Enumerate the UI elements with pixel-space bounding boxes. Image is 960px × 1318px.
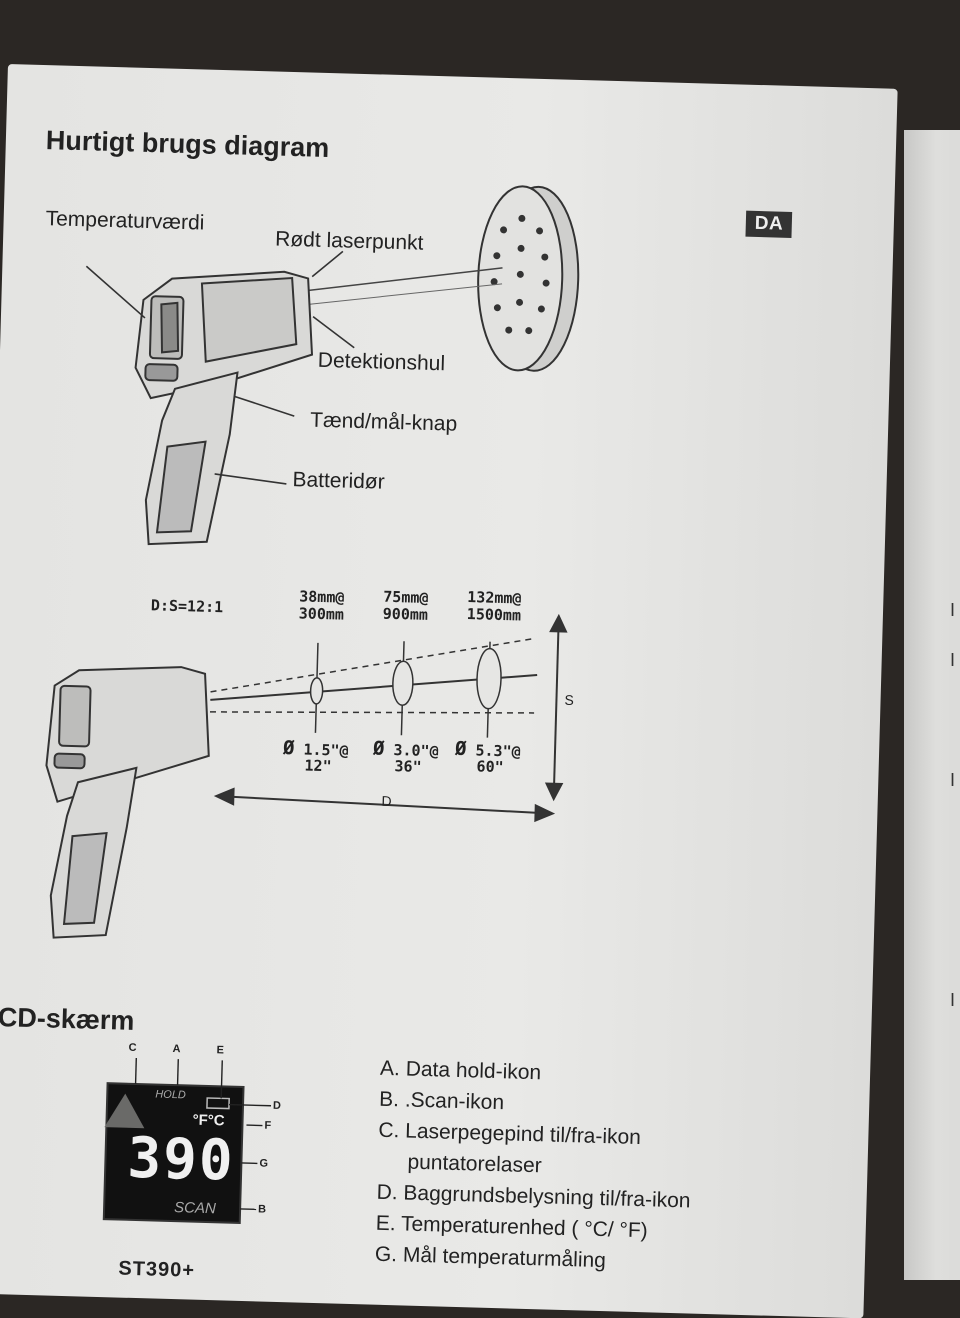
d-label: D (381, 793, 392, 809)
lcd-reading: 390 (127, 1126, 236, 1194)
lcd-legend-list: A. Data hold-ikon B. .Scan-ikon C. Laser… (374, 1053, 694, 1279)
spot-2-distance: 900mm (383, 606, 429, 624)
lcd-letter-g: G (259, 1157, 268, 1169)
label-detection-hole: Detektionshul (317, 349, 445, 377)
lcd-letter-e: E (216, 1044, 224, 1056)
spot-3-distance: 1500mm (467, 606, 522, 625)
spot-2-imperial: Ø 3.0"@ 36" (372, 740, 439, 775)
s-label: S (564, 692, 574, 708)
spot-3-imperial: Ø 5.3"@ 60" (454, 741, 521, 776)
spot-1-distance: 300mm (299, 605, 345, 623)
spot-2-metric: 75mm@ 900mm (383, 589, 429, 624)
facing-page: I I I I (904, 130, 960, 1280)
thermometer-illustration (131, 268, 315, 549)
lcd-hold-icon: HOLD (155, 1089, 186, 1102)
label-temperature-value: Temperaturværdi (45, 207, 204, 235)
lcd-section-title: LCD-skærm (0, 1002, 135, 1037)
spot-1-imperial: Ø 1.5"@ 12" (282, 740, 349, 775)
edge-glyph: I (950, 990, 955, 1011)
lcd-letter-b: B (258, 1203, 266, 1215)
label-power-button: Tænd/mål-knap (310, 409, 458, 437)
spot-1-inch-dist: 12" (282, 756, 332, 775)
lcd-letter-c: C (128, 1042, 136, 1054)
thermometer-illustration-2 (42, 663, 212, 941)
lcd-letter-a: A (172, 1043, 180, 1055)
edge-glyph: I (950, 770, 955, 791)
spot-2-inch-dist: 36" (372, 756, 422, 775)
laser-beam (307, 278, 502, 309)
edge-glyph: I (950, 650, 955, 671)
lcd-scan-icon: SCAN (174, 1199, 216, 1217)
target-disc (476, 185, 581, 372)
ds-ratio-label: D:S=12:1 (151, 596, 224, 616)
spot-3-inch-dist: 60" (454, 757, 504, 776)
laser-beam (308, 262, 503, 295)
model-name: ST390+ (118, 1258, 195, 1283)
edge-glyph: I (950, 600, 955, 621)
manual-page: Hurtigt brugs diagram DA (0, 64, 898, 1318)
label-battery-door: Batteridør (292, 468, 385, 495)
spot-1-metric: 38mm@ 300mm (299, 588, 345, 623)
spot-3-metric: 132mm@ 1500mm (467, 589, 522, 624)
label-red-laser-point: Rødt laserpunkt (275, 228, 424, 256)
lcd-letter-d: D (273, 1100, 281, 1112)
ds-diagram (42, 601, 567, 951)
lcd-letter-f: F (264, 1120, 271, 1132)
